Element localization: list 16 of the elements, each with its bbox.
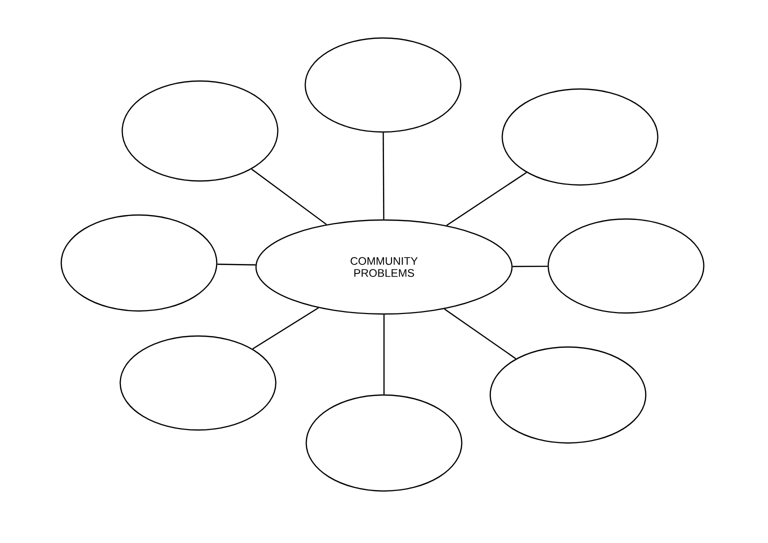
connector-line: [382, 132, 384, 220]
empty-ellipse: [122, 80, 278, 182]
connector-line: [252, 307, 319, 350]
connector-line: [444, 308, 516, 360]
connector-line: [217, 264, 256, 266]
connector-line: [446, 172, 527, 226]
empty-ellipse: [304, 37, 462, 133]
empty-ellipse: [502, 88, 658, 186]
empty-ellipse: [548, 218, 704, 314]
empty-ellipse: [306, 394, 462, 492]
empty-ellipse: [490, 346, 646, 444]
empty-ellipse: [60, 214, 218, 312]
connector-line: [251, 168, 327, 225]
connector-line: [512, 266, 548, 268]
connector-line: [383, 314, 385, 394]
empty-ellipse: [120, 335, 276, 431]
